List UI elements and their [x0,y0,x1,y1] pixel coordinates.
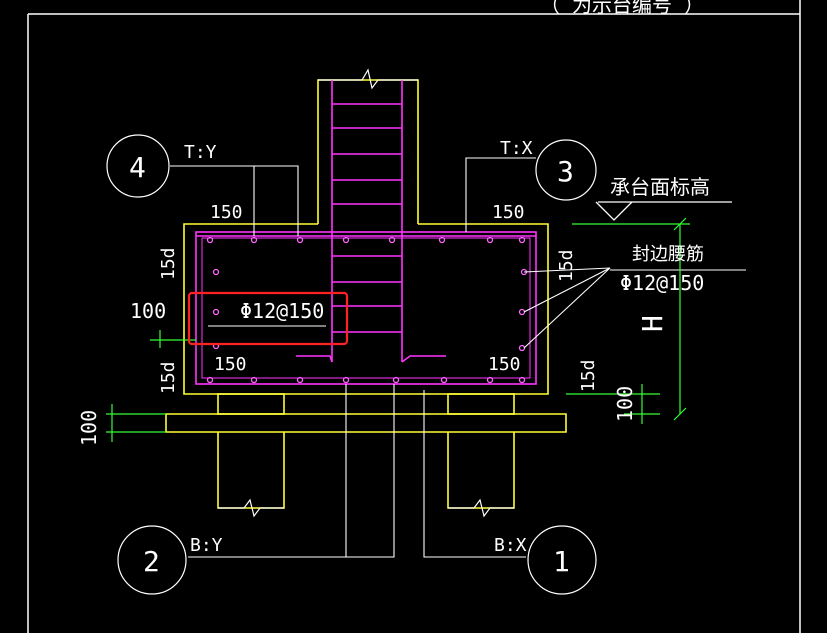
cap-rebar-cage [195,231,537,385]
marker-circle-4: 4 [106,134,170,198]
pile-right [447,393,515,518]
svg-text:2: 2 [143,545,160,578]
label-bottom-x: B:X [494,535,527,556]
label-top-y: T:Y [184,142,217,163]
pile-cap-outline [183,223,549,395]
pile-left [217,393,285,518]
dim-H: H [636,315,669,332]
dimension-lines [106,217,690,442]
highlight-box [187,291,349,346]
cap-elevation-label: 承台面标高 [610,175,710,199]
dim-150-bottom-left: 150 [214,354,247,375]
rebar-dots [206,236,528,384]
column-outline [317,68,419,362]
dim-150-top-left: 150 [210,202,243,223]
dim-15d-right-upper: 15d [556,249,577,282]
drawing-frame [27,0,801,633]
label-bottom-y: B:Y [190,535,223,556]
dim-100-right: 100 [613,386,637,422]
cushion-layer [165,413,567,433]
dim-100-far-left: 100 [77,410,101,446]
marker-circle-2: 2 [117,525,187,595]
svg-text:4: 4 [129,151,146,184]
dim-150-top-right: 150 [492,202,525,223]
dim-15d-left-lower: 15d [158,361,179,394]
rebar-spec-label: Φ12@150 [240,299,324,323]
dim-15d-left-upper: 15d [158,247,179,280]
svg-text:3: 3 [557,155,574,188]
side-bar-title: 封边腰筋 [632,244,704,265]
side-bar-spec: Φ12@150 [620,271,704,295]
leader-lines [170,157,746,558]
svg-text:1: 1 [553,545,570,578]
marker-circle-1: 1 [527,525,597,595]
label-top-x: T:X [500,138,533,159]
title-fragment: （ 为示台编号 ） [540,0,704,17]
elevation-symbol [595,201,732,221]
dim-100-left: 100 [130,299,166,323]
column-stirrups [296,103,446,363]
marker-circle-3: 3 [535,139,597,201]
dim-150-bottom-right: 150 [488,354,521,375]
dim-15d-right-lower: 15d [578,359,599,392]
